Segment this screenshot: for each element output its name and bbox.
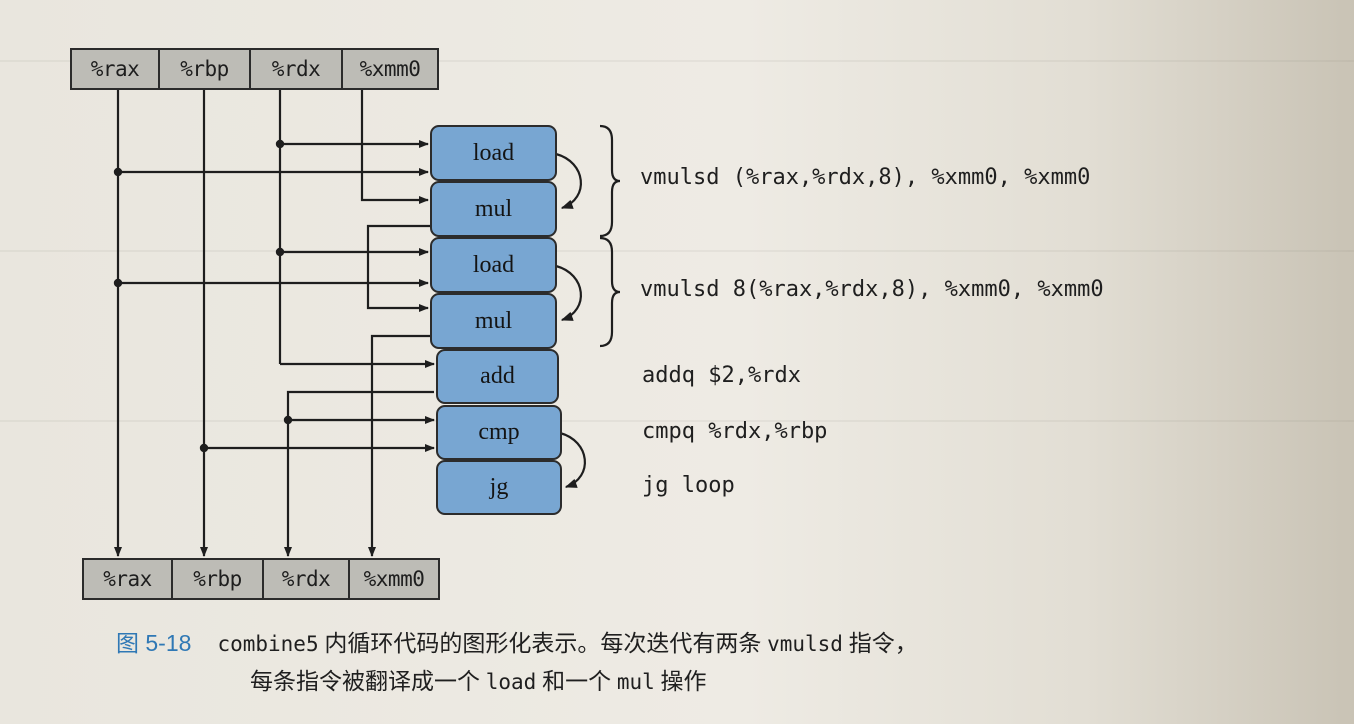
register-bottom-rax: %rax bbox=[82, 558, 173, 600]
mul2-to-xmm0-line bbox=[368, 334, 434, 557]
junction-dot bbox=[113, 278, 123, 288]
junction-dot bbox=[283, 415, 293, 425]
instruction-vmulsd-2: vmulsd 8(%rax,%rdx,8), %xmm0, %xmm0 bbox=[640, 277, 1104, 302]
instruction-jg: jg loop bbox=[642, 473, 735, 498]
caption-line-2: 每条指令被翻译成一个 load 和一个 mul 操作 bbox=[250, 663, 1296, 701]
op-load-1: load bbox=[430, 125, 557, 181]
register-bottom-rbp: %rbp bbox=[171, 558, 264, 600]
register-bottom-rdx: %rdx bbox=[262, 558, 350, 600]
caption-code-load: load bbox=[485, 670, 537, 694]
op-jg: jg bbox=[436, 460, 562, 515]
register-top-xmm0: %xmm0 bbox=[341, 48, 439, 90]
register-top-rdx: %rdx bbox=[249, 48, 343, 90]
instruction-addq: addq $2,%rdx bbox=[642, 363, 801, 388]
op-load-2: load bbox=[430, 237, 557, 293]
caption-text: 操作 bbox=[654, 669, 707, 694]
mul1-to-mul2-line bbox=[366, 224, 434, 312]
page-texture bbox=[0, 250, 1354, 252]
junction-dot bbox=[275, 139, 285, 149]
caption-text: 内循环代码的图形化表示。每次迭代有两条 bbox=[318, 631, 768, 656]
caption-text: 每条指令被翻译成一个 bbox=[250, 669, 486, 694]
caption-text: 指令， bbox=[842, 631, 918, 656]
register-bottom-xmm0: %xmm0 bbox=[348, 558, 440, 600]
op-cmp: cmp bbox=[436, 405, 562, 460]
junction-dot bbox=[275, 247, 285, 257]
register-top-rax: %rax bbox=[70, 48, 160, 90]
register-top-rbp: %rbp bbox=[158, 48, 251, 90]
add-to-rdx-line bbox=[284, 390, 434, 557]
op-add: add bbox=[436, 349, 559, 404]
junction-dot bbox=[113, 167, 123, 177]
cmp-to-jg-curve bbox=[559, 431, 586, 489]
instruction-cmpq: cmpq %rdx,%rbp bbox=[642, 419, 828, 444]
xmm0-to-mul1-line bbox=[360, 90, 429, 204]
figure-number: 图 5-18 bbox=[116, 630, 192, 656]
page-texture bbox=[0, 420, 1354, 422]
load1-to-mul1-curve bbox=[555, 152, 582, 210]
brace-vmulsd-2 bbox=[599, 236, 621, 348]
caption-code-mul: mul bbox=[616, 670, 655, 694]
figure-caption: 图 5-18 combine5 内循环代码的图形化表示。每次迭代有两条 vmuls… bbox=[116, 624, 1296, 701]
caption-text: 和一个 bbox=[536, 669, 617, 694]
caption-code-vmulsd: vmulsd bbox=[767, 632, 843, 656]
instruction-vmulsd-1: vmulsd (%rax,%rdx,8), %xmm0, %xmm0 bbox=[640, 165, 1091, 190]
caption-code-combine5: combine5 bbox=[217, 632, 319, 656]
op-mul-1: mul bbox=[430, 181, 557, 237]
page-texture bbox=[0, 60, 1354, 62]
junction-dot bbox=[199, 443, 209, 453]
op-mul-2: mul bbox=[430, 293, 557, 349]
brace-vmulsd-1 bbox=[599, 124, 621, 238]
caption-line-1: 图 5-18 combine5 内循环代码的图形化表示。每次迭代有两条 vmuls… bbox=[116, 624, 1296, 663]
load2-to-mul2-curve bbox=[555, 264, 582, 322]
